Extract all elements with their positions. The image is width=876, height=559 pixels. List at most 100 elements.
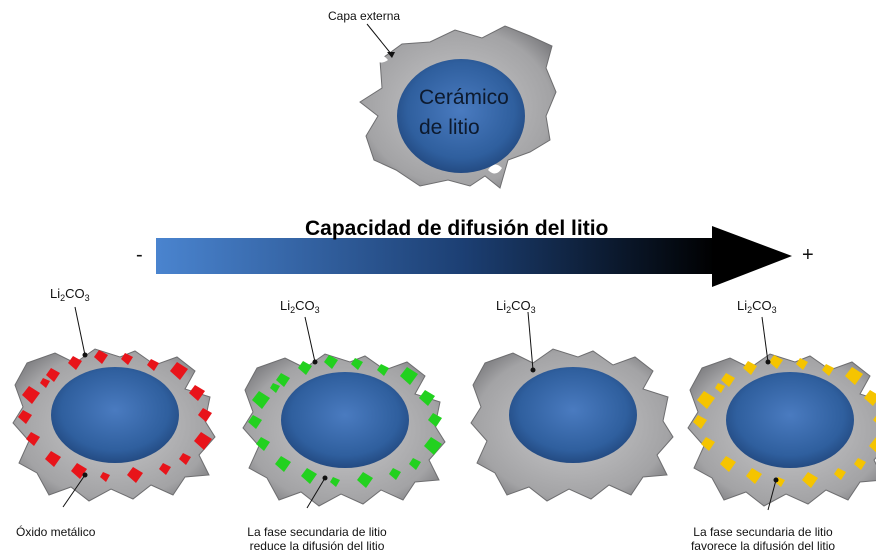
inclusion-blob	[147, 359, 159, 371]
inclusion-blob	[46, 368, 60, 382]
inclusion-blob	[26, 432, 40, 446]
li2co3-leader-tip	[765, 359, 771, 365]
inclusion-blob	[248, 415, 262, 429]
li2co3-leader-tip	[82, 352, 88, 358]
inclusion-blob	[802, 472, 818, 488]
shell-notch	[372, 54, 388, 63]
inclusion-blob	[276, 373, 290, 387]
favor-caption: La fase secundaria de litio favorece la …	[691, 525, 835, 553]
inclusion-blob	[721, 373, 735, 387]
core-label: Cerámico de litio	[419, 83, 509, 143]
li2co3-label: Li2CO3	[737, 298, 777, 315]
inclusion-blob	[194, 432, 212, 450]
inclusion-blob	[869, 437, 876, 453]
metal-oxide-label: Óxido metálico	[16, 525, 96, 539]
inclusion-blob	[854, 458, 866, 470]
diffusion-arrow	[156, 226, 792, 287]
inclusion-blob	[693, 415, 707, 429]
li2co3-label: Li2CO3	[496, 298, 536, 315]
li2co3-label: Li2CO3	[50, 286, 90, 303]
inclusion-blob	[419, 390, 435, 406]
inclusion-blob	[873, 415, 876, 423]
reduce-caption: La fase secundaria de litio reduce la di…	[247, 525, 386, 553]
shell-notch	[488, 164, 502, 174]
inclusion-blob	[275, 456, 291, 472]
inclusion-blob	[179, 453, 191, 465]
inclusion-blob	[834, 468, 846, 480]
inclusion-blob	[301, 468, 317, 484]
caption-leader-tip	[82, 472, 88, 478]
inclusion-blob	[746, 468, 762, 484]
inclusion-blob	[170, 362, 188, 380]
inclusion-blob	[357, 472, 373, 488]
core	[397, 59, 525, 173]
inclusion-blob	[298, 361, 312, 375]
inclusion-blob	[40, 378, 50, 388]
inclusion-blob	[400, 367, 418, 385]
plus-sign: +	[802, 244, 814, 266]
favor-caption-line1: La fase secundaria de litio	[693, 525, 833, 539]
caption-leader	[306, 477, 326, 509]
inclusion-blob	[769, 355, 783, 369]
particle-3	[470, 311, 674, 502]
li2co3-leader	[527, 311, 534, 371]
inclusion-blob	[18, 410, 32, 424]
favor-caption-line2: favorece la difusión del litio	[690, 539, 836, 553]
li2co3-leader-tip	[312, 359, 318, 365]
particle-core	[726, 372, 854, 468]
li2co3-leader	[74, 306, 86, 356]
bottom-particles	[12, 306, 876, 511]
leader-line	[366, 23, 393, 56]
inclusion-blob	[822, 364, 834, 376]
minus-sign: -	[136, 244, 143, 266]
arrow-shaft	[156, 238, 716, 274]
particle-core	[51, 367, 179, 463]
particle-core	[509, 367, 637, 463]
inclusion-blob	[198, 408, 212, 422]
inclusion-blob	[424, 437, 442, 455]
inclusion-blob	[720, 456, 736, 472]
inclusion-blob	[94, 350, 108, 364]
caption-leader-tip	[773, 477, 779, 483]
inclusion-blob	[270, 383, 280, 393]
reduce-caption-line2: reduce la difusión del litio	[249, 539, 385, 553]
inclusion-blob	[409, 458, 421, 470]
caption-leader-tip	[322, 475, 328, 481]
inclusion-blob	[701, 437, 715, 451]
inclusion-blob	[330, 477, 340, 487]
inclusion-blob	[22, 386, 40, 404]
reduce-caption-line1: La fase secundaria de litio	[247, 525, 387, 539]
inclusion-blob	[71, 463, 87, 479]
top-particle	[359, 23, 557, 189]
inclusion-blob	[845, 367, 863, 385]
inclusion-blob	[428, 413, 442, 427]
inclusion-blob	[389, 468, 401, 480]
caption-leader	[767, 479, 777, 511]
inclusion-blob	[697, 391, 715, 409]
li2co3-label: Li2CO3	[280, 298, 320, 315]
particle-core	[281, 372, 409, 468]
arrow-head	[712, 226, 792, 287]
inclusion-blob	[68, 356, 82, 370]
inclusion-blob	[189, 385, 205, 401]
li2co3-leader	[761, 316, 769, 363]
inclusion-blob	[100, 472, 110, 482]
particle-2	[242, 316, 446, 509]
particle-4	[687, 316, 876, 511]
inclusion-blob	[45, 451, 61, 467]
inclusion-blob	[127, 467, 143, 483]
inclusion-blob	[324, 355, 338, 369]
inclusion-blob	[159, 463, 171, 475]
inclusion-blob	[715, 383, 725, 393]
inclusion-blob	[252, 391, 270, 409]
leader-arrowhead	[387, 52, 395, 58]
li2co3-leader	[304, 316, 316, 363]
inclusion-blob	[796, 358, 808, 370]
core-label-line1: Cerámico	[419, 86, 509, 109]
caption-leader	[62, 474, 86, 508]
li2co3-leader-tip	[530, 367, 536, 373]
inclusion-blob	[864, 390, 876, 406]
inclusion-blob	[351, 358, 363, 370]
inclusion-blob	[743, 361, 757, 375]
